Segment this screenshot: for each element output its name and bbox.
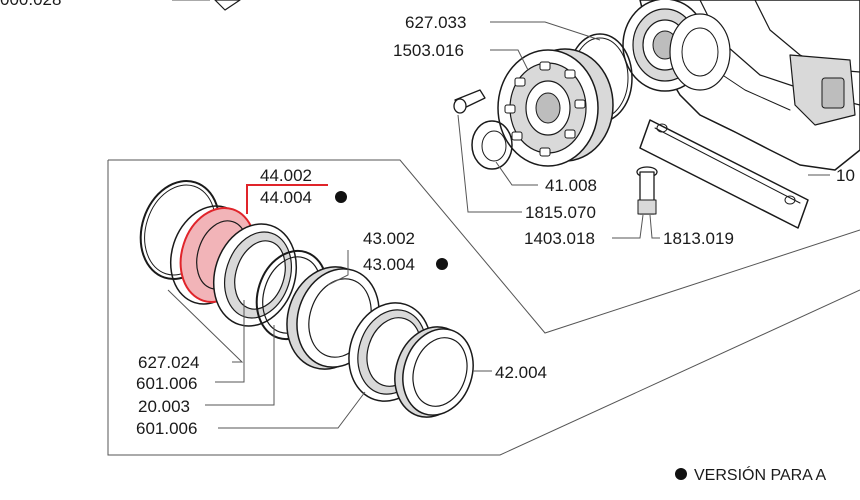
label-1403-018: 1403.018	[524, 229, 595, 248]
label-627-024: 627.024	[138, 353, 199, 372]
label-627-033: 627.033	[405, 13, 466, 32]
label-43-004: 43.004	[363, 255, 415, 274]
label-1815-070: 1815.070	[525, 203, 596, 222]
label-41-008: 41.008	[545, 176, 597, 195]
bullet-44-004	[335, 191, 347, 203]
label-42-004: 42.004	[495, 363, 547, 382]
bearing-assembly	[622, 0, 731, 92]
label-top-left-cut: 000.028	[0, 0, 61, 9]
bar-1813-019	[639, 119, 809, 229]
bullet-43-004	[436, 258, 448, 270]
upper-leaders	[172, 0, 830, 239]
washer-41-008	[471, 120, 513, 170]
label-1503-016: 1503.016	[393, 41, 464, 60]
footnote-text: VERSIÓN PARA A	[694, 465, 827, 484]
label-601-006-b: 601.006	[136, 419, 197, 438]
label-1813-019: 1813.019	[663, 229, 734, 248]
label-44-002: 44.002	[260, 166, 312, 185]
label-601-006-a: 601.006	[136, 374, 197, 393]
part-labels: 000.028 627.033 1503.016 41.008 1815.070…	[0, 0, 855, 438]
label-43-002: 43.002	[363, 229, 415, 248]
bolt-1403-018	[636, 166, 658, 215]
ring-20-003	[212, 223, 298, 327]
highlight-leader	[246, 184, 328, 214]
label-44-004: 44.004	[260, 188, 312, 207]
footnote: VERSIÓN PARA A	[675, 465, 827, 484]
screw-1815-070	[453, 89, 486, 114]
bullet-footnote	[675, 468, 687, 480]
label-20-003: 20.003	[138, 397, 190, 416]
ring-42-004	[394, 326, 474, 418]
bearing-1503-016	[497, 48, 614, 167]
detail-frame	[107, 159, 860, 456]
detail-leaders	[167, 184, 492, 429]
label-10-cut: 10	[836, 166, 855, 185]
